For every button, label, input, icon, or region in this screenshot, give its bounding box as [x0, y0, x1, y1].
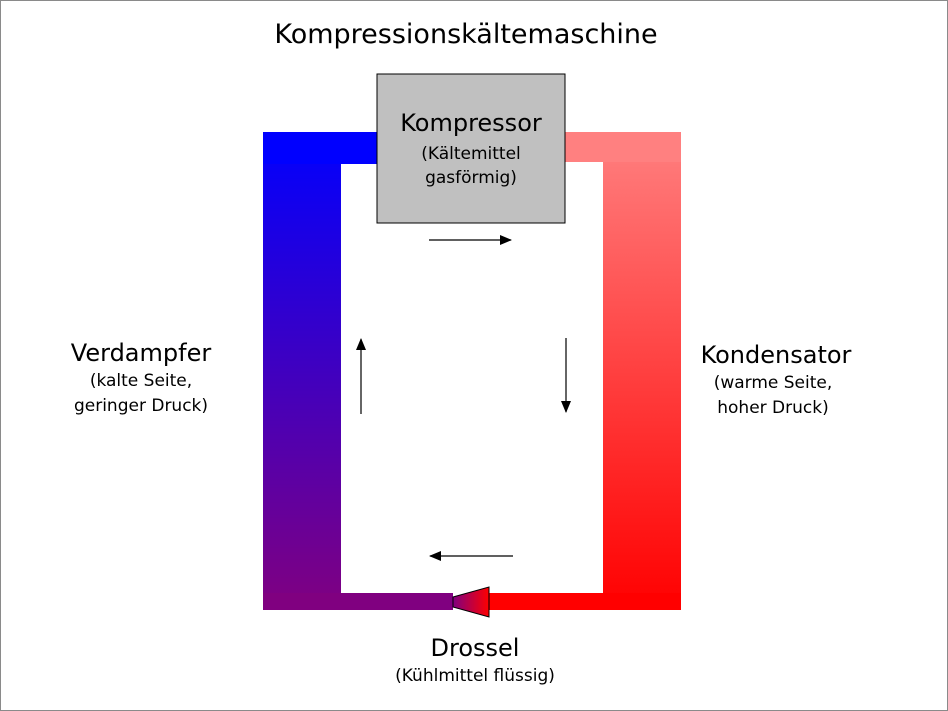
compressor-title: Kompressor: [400, 109, 542, 137]
throttle-valve-icon: [452, 586, 490, 618]
compressor-box: [376, 73, 566, 224]
condenser-subtitle-line2: hoher Druck): [717, 398, 829, 418]
condenser-subtitle-line1: (warme Seite,: [713, 373, 833, 393]
throttle-title: Drossel: [430, 634, 520, 662]
compressor-subtitle-line1: (Kältemittel: [421, 144, 521, 164]
condenser-top-connector: [563, 132, 681, 162]
evaporator-bottom-pipe: [263, 593, 453, 610]
evaporator-top-connector: [263, 132, 379, 164]
compressor-subtitle-line2: gasförmig): [425, 168, 517, 188]
evaporator-subtitle-line1: (kalte Seite,: [89, 371, 193, 391]
diagram-title: Kompressionskältemaschine: [274, 19, 658, 50]
throttle-subtitle: (Kühlmittel flüssig): [395, 666, 555, 686]
condenser-title: Kondensator: [700, 341, 852, 369]
evaporator-title: Verdampfer: [70, 339, 212, 367]
condenser-bottom-pipe: [489, 593, 681, 610]
evaporator-pipe: [263, 132, 341, 610]
condenser-pipe: [603, 132, 681, 610]
evaporator-subtitle-line2: geringer Druck): [73, 396, 209, 416]
